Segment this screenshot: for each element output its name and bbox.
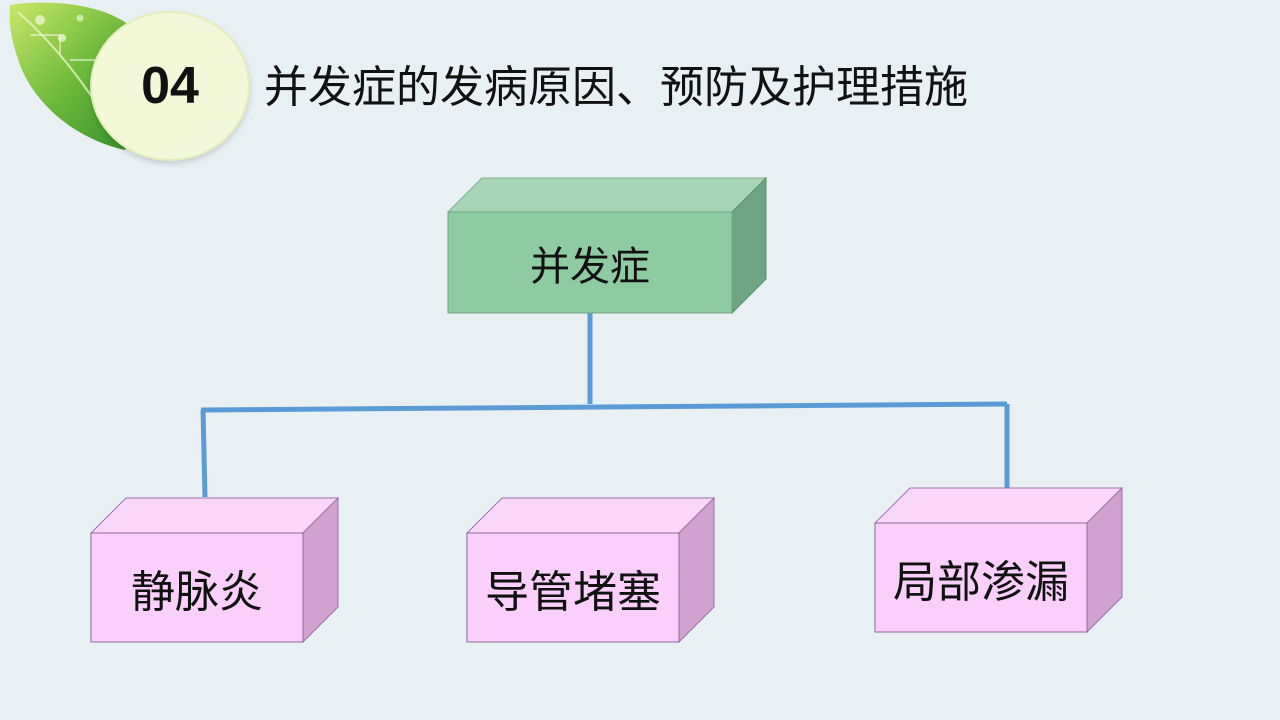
child-box-3 — [873, 486, 1124, 634]
connector-left-down — [200, 409, 208, 498]
child-label-1: 静脉炎 — [131, 566, 263, 618]
child-box-2-front — [466, 532, 680, 643]
section-number: 04 — [141, 57, 199, 115]
child-box-3-front — [874, 522, 1088, 633]
root-label: 并发症 — [530, 243, 650, 290]
root-box-front — [447, 211, 733, 314]
child-box-1-front — [90, 532, 304, 643]
connector-horizontal — [200, 401, 1008, 413]
child-label-2: 导管堵塞 — [485, 566, 661, 618]
section-number-badge: 04 — [90, 11, 250, 161]
child-box-2-top — [465, 497, 716, 534]
child-box-2 — [465, 496, 716, 644]
connectors — [200, 313, 1010, 498]
page-title: 并发症的发病原因、预防及护理措施 — [264, 62, 968, 113]
child-box-1-top — [89, 497, 340, 534]
child-label-3: 局部渗漏 — [893, 556, 1069, 608]
root-box — [446, 176, 768, 315]
child-box-1 — [89, 496, 340, 644]
child-box-3-top — [873, 487, 1124, 524]
root-box-top — [446, 177, 768, 213]
